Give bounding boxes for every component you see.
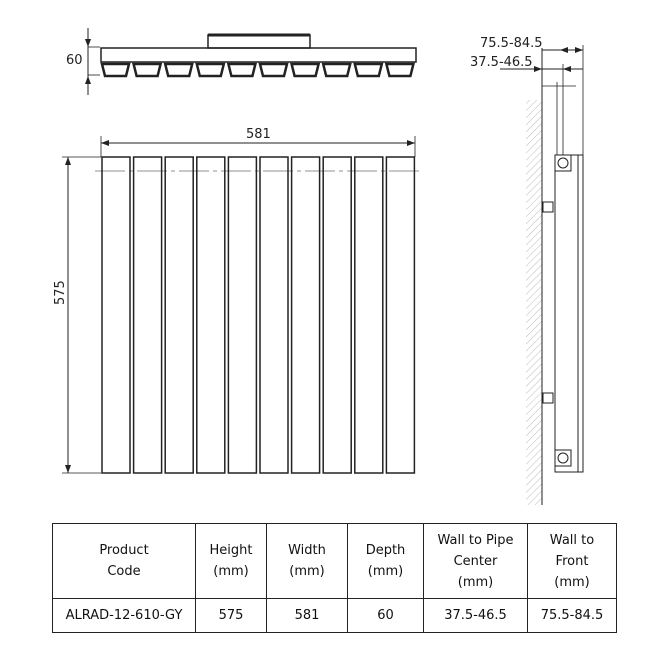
radiator-panel: [354, 156, 384, 474]
height-dimension-label: 575: [53, 280, 68, 305]
cell-wall-to-front: 75.5-84.5: [527, 598, 617, 633]
table-row: ALRAD-12-610-GY 575 581 60 37.5-46.5 75.…: [52, 598, 617, 633]
fin-section: [195, 62, 226, 78]
radiator-panel: [132, 156, 163, 474]
header-height: Height(mm): [195, 523, 267, 599]
radiator-panel: [290, 156, 321, 474]
fin-section: [163, 62, 194, 78]
header-depth: Depth(mm): [347, 523, 424, 599]
fin-section: [353, 62, 384, 78]
wall-to-front-label: 75.5-84.5: [480, 36, 543, 51]
fin-section: [321, 62, 352, 78]
depth-dimension-label: 60: [66, 53, 83, 68]
radiator-panel: [227, 156, 258, 474]
fin-section: [131, 62, 163, 78]
cell-wall-to-pipe: 37.5-46.5: [423, 598, 528, 633]
radiator-panel: [101, 156, 131, 474]
cell-product-code: ALRAD-12-610-GY: [52, 598, 196, 633]
front-view: [62, 136, 420, 474]
wall-hatch: [526, 100, 542, 505]
header-width: Width(mm): [266, 523, 348, 599]
cell-width: 581: [266, 598, 348, 633]
fin-section: [226, 62, 258, 78]
radiator-panel: [385, 156, 416, 474]
width-dimension-label: 581: [246, 127, 271, 142]
fin-section: [100, 62, 131, 78]
radiator-panel: [259, 156, 289, 474]
side-view: [500, 45, 584, 505]
fin-section: [289, 62, 321, 78]
cell-depth: 60: [347, 598, 424, 633]
cell-height: 575: [195, 598, 267, 633]
wall-to-pipe-label: 37.5-46.5: [470, 55, 533, 70]
radiator-panel: [164, 156, 194, 474]
radiator-panel: [322, 156, 352, 474]
top-view: [85, 28, 417, 95]
fin-section: [258, 62, 289, 78]
fin-section: [384, 62, 416, 78]
radiator-panel: [196, 156, 226, 474]
